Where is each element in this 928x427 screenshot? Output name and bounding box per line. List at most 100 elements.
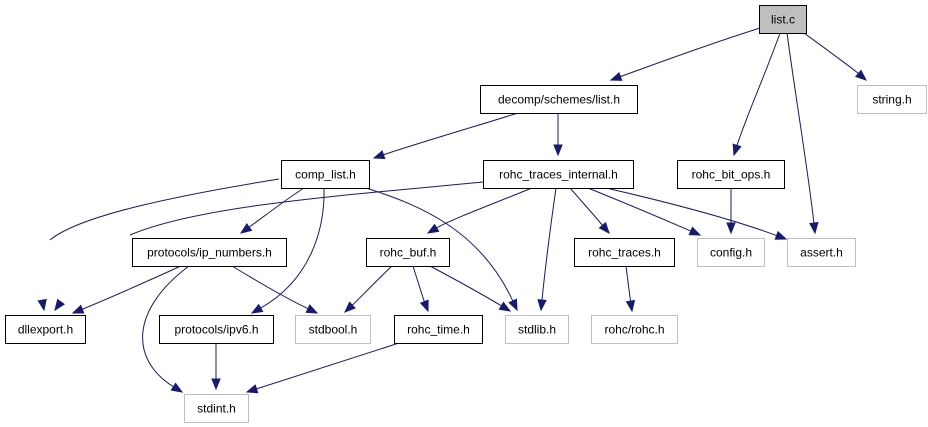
node-label: list.c: [771, 13, 795, 27]
node-label: rohc_traces_internal.h: [499, 168, 618, 182]
edge-comp_list_h-to-dllexport_h: [37, 178, 280, 312]
node-box: [759, 5, 807, 34]
node-list-c: list.c: [759, 5, 807, 34]
edge-rohc_traces_internal_h-to-config_h: [587, 187, 702, 236]
node-box: [505, 315, 569, 344]
edge-ipv6_h-to-stdint_h: [211, 342, 221, 391]
arrowhead-icon: [211, 378, 221, 391]
node-label: rohc_bit_ops.h: [692, 168, 771, 182]
edge-line: [605, 187, 777, 237]
edge-rohc_bit_ops_h-to-config_h: [726, 187, 736, 235]
node-comp-list-h[interactable]: comp_list.h: [281, 160, 370, 189]
edge-comp_list_h-to-stdlib_h: [365, 187, 518, 312]
arrowhead-icon: [372, 150, 386, 160]
node-box: [184, 394, 249, 423]
edge-ip_numbers_h-to-dllexport_h: [71, 265, 182, 314]
edge-ip_numbers_h-to-stdint_h: [142, 265, 190, 393]
node-rohc-buf-h[interactable]: rohc_buf.h: [366, 238, 450, 267]
node-box: [5, 315, 86, 344]
node-label: stdint.h: [197, 402, 236, 416]
edge-list_c-to-decomp_list_h: [609, 27, 761, 81]
node-stdint-h: stdint.h: [184, 394, 249, 423]
arrowhead-icon: [688, 226, 702, 236]
edge-line: [256, 342, 400, 390]
edge-decomp_list_h-to-rohc_traces_internal_h: [553, 113, 563, 157]
edge-rohc_traces_internal_h-to-rohc_traces_h: [569, 187, 610, 235]
arrowhead-icon: [508, 298, 518, 312]
edge-rohc_traces_internal_h-to-assert_h: [605, 187, 788, 240]
edge-list_c-to-assert_h: [786, 32, 819, 235]
node-label: rohc_traces.h: [588, 246, 661, 260]
node-stdbool-h: stdbool.h: [295, 315, 371, 344]
arrowhead-icon: [553, 144, 563, 157]
node-box: [132, 238, 287, 267]
node-box: [697, 238, 765, 267]
edges-layer: [37, 27, 868, 394]
node-rohc-traces-internal-h[interactable]: rohc_traces_internal.h: [483, 160, 634, 189]
edge-line: [412, 265, 425, 302]
edge-decomp_list_h-to-comp_list_h: [372, 112, 519, 160]
edge-line: [429, 265, 502, 307]
node-label: comp_list.h: [295, 168, 356, 182]
edge-line: [587, 187, 692, 232]
node-label: dllexport.h: [18, 323, 73, 337]
node-box: [159, 315, 274, 344]
arrowhead-icon: [609, 71, 623, 81]
arrowhead-icon: [239, 223, 253, 234]
edge-line: [786, 32, 815, 224]
node-label: rohc_buf.h: [380, 246, 437, 260]
edge-line: [383, 112, 519, 156]
arrowhead-icon: [305, 304, 319, 314]
node-rohc-traces-h[interactable]: rohc_traces.h: [574, 238, 675, 267]
arrowhead-icon: [54, 298, 66, 312]
node-rohc-rohc-h: rohc/rohc.h: [591, 315, 678, 344]
edge-line: [231, 265, 309, 310]
edge-list_c-to-string_h: [803, 32, 868, 81]
node-box: [574, 238, 675, 267]
node-rohc-bit-ops-h[interactable]: rohc_bit_ops.h: [677, 160, 785, 189]
node-rohc-time-h[interactable]: rohc_time.h: [394, 315, 483, 344]
node-dllexport-h[interactable]: dllexport.h: [5, 315, 86, 344]
edge-rohc_time_h-to-stdint_h: [245, 342, 400, 394]
node-label: stdlib.h: [518, 323, 556, 337]
edge-rohc_traces_internal_h-to-rohc_buf_h: [426, 187, 533, 234]
arrowhead-icon: [774, 230, 788, 240]
node-ipv6-h[interactable]: protocols/ipv6.h: [159, 315, 274, 344]
edge-rohc_traces_internal_h-to-dllexport_h: [54, 181, 484, 312]
arrowhead-icon: [245, 384, 259, 394]
edge-line: [82, 265, 182, 310]
node-box: [394, 315, 483, 344]
edge-line: [142, 265, 190, 388]
arrowhead-icon: [809, 222, 819, 235]
arrowhead-icon: [344, 301, 356, 313]
node-decomp-list-h[interactable]: decomp/schemes/list.h: [480, 85, 638, 114]
node-label: protocols/ip_numbers.h: [147, 246, 272, 260]
edge-line: [248, 187, 305, 228]
arrowhead-icon: [598, 221, 610, 235]
edge-line: [436, 187, 533, 229]
arrowhead-icon: [170, 382, 184, 393]
node-label: config.h: [710, 246, 752, 260]
edge-line: [620, 27, 761, 78]
node-box: [677, 160, 785, 189]
edge-rohc_traces_internal_h-to-stdlib_h: [537, 187, 557, 312]
arrowhead-icon: [625, 299, 636, 313]
node-ip-numbers-h[interactable]: protocols/ip_numbers.h: [132, 238, 287, 267]
node-label: protocols/ipv6.h: [174, 323, 258, 337]
edge-line: [803, 32, 859, 74]
edge-comp_list_h-to-ip_numbers_h: [239, 187, 305, 234]
arrowhead-icon: [71, 304, 85, 314]
node-box: [366, 238, 450, 267]
edge-list_c-to-rohc_bit_ops_h: [732, 32, 781, 157]
node-box: [857, 85, 927, 114]
node-label: rohc_time.h: [407, 323, 470, 337]
edge-line: [129, 181, 484, 236]
edge-line: [351, 265, 393, 306]
edge-rohc_buf_h-to-stdbool_h: [344, 265, 393, 313]
edge-comp_list_h-to-ipv6_h: [250, 187, 325, 314]
edge-line: [541, 187, 557, 301]
node-stdlib-h: stdlib.h: [505, 315, 569, 344]
node-box: [787, 238, 856, 267]
